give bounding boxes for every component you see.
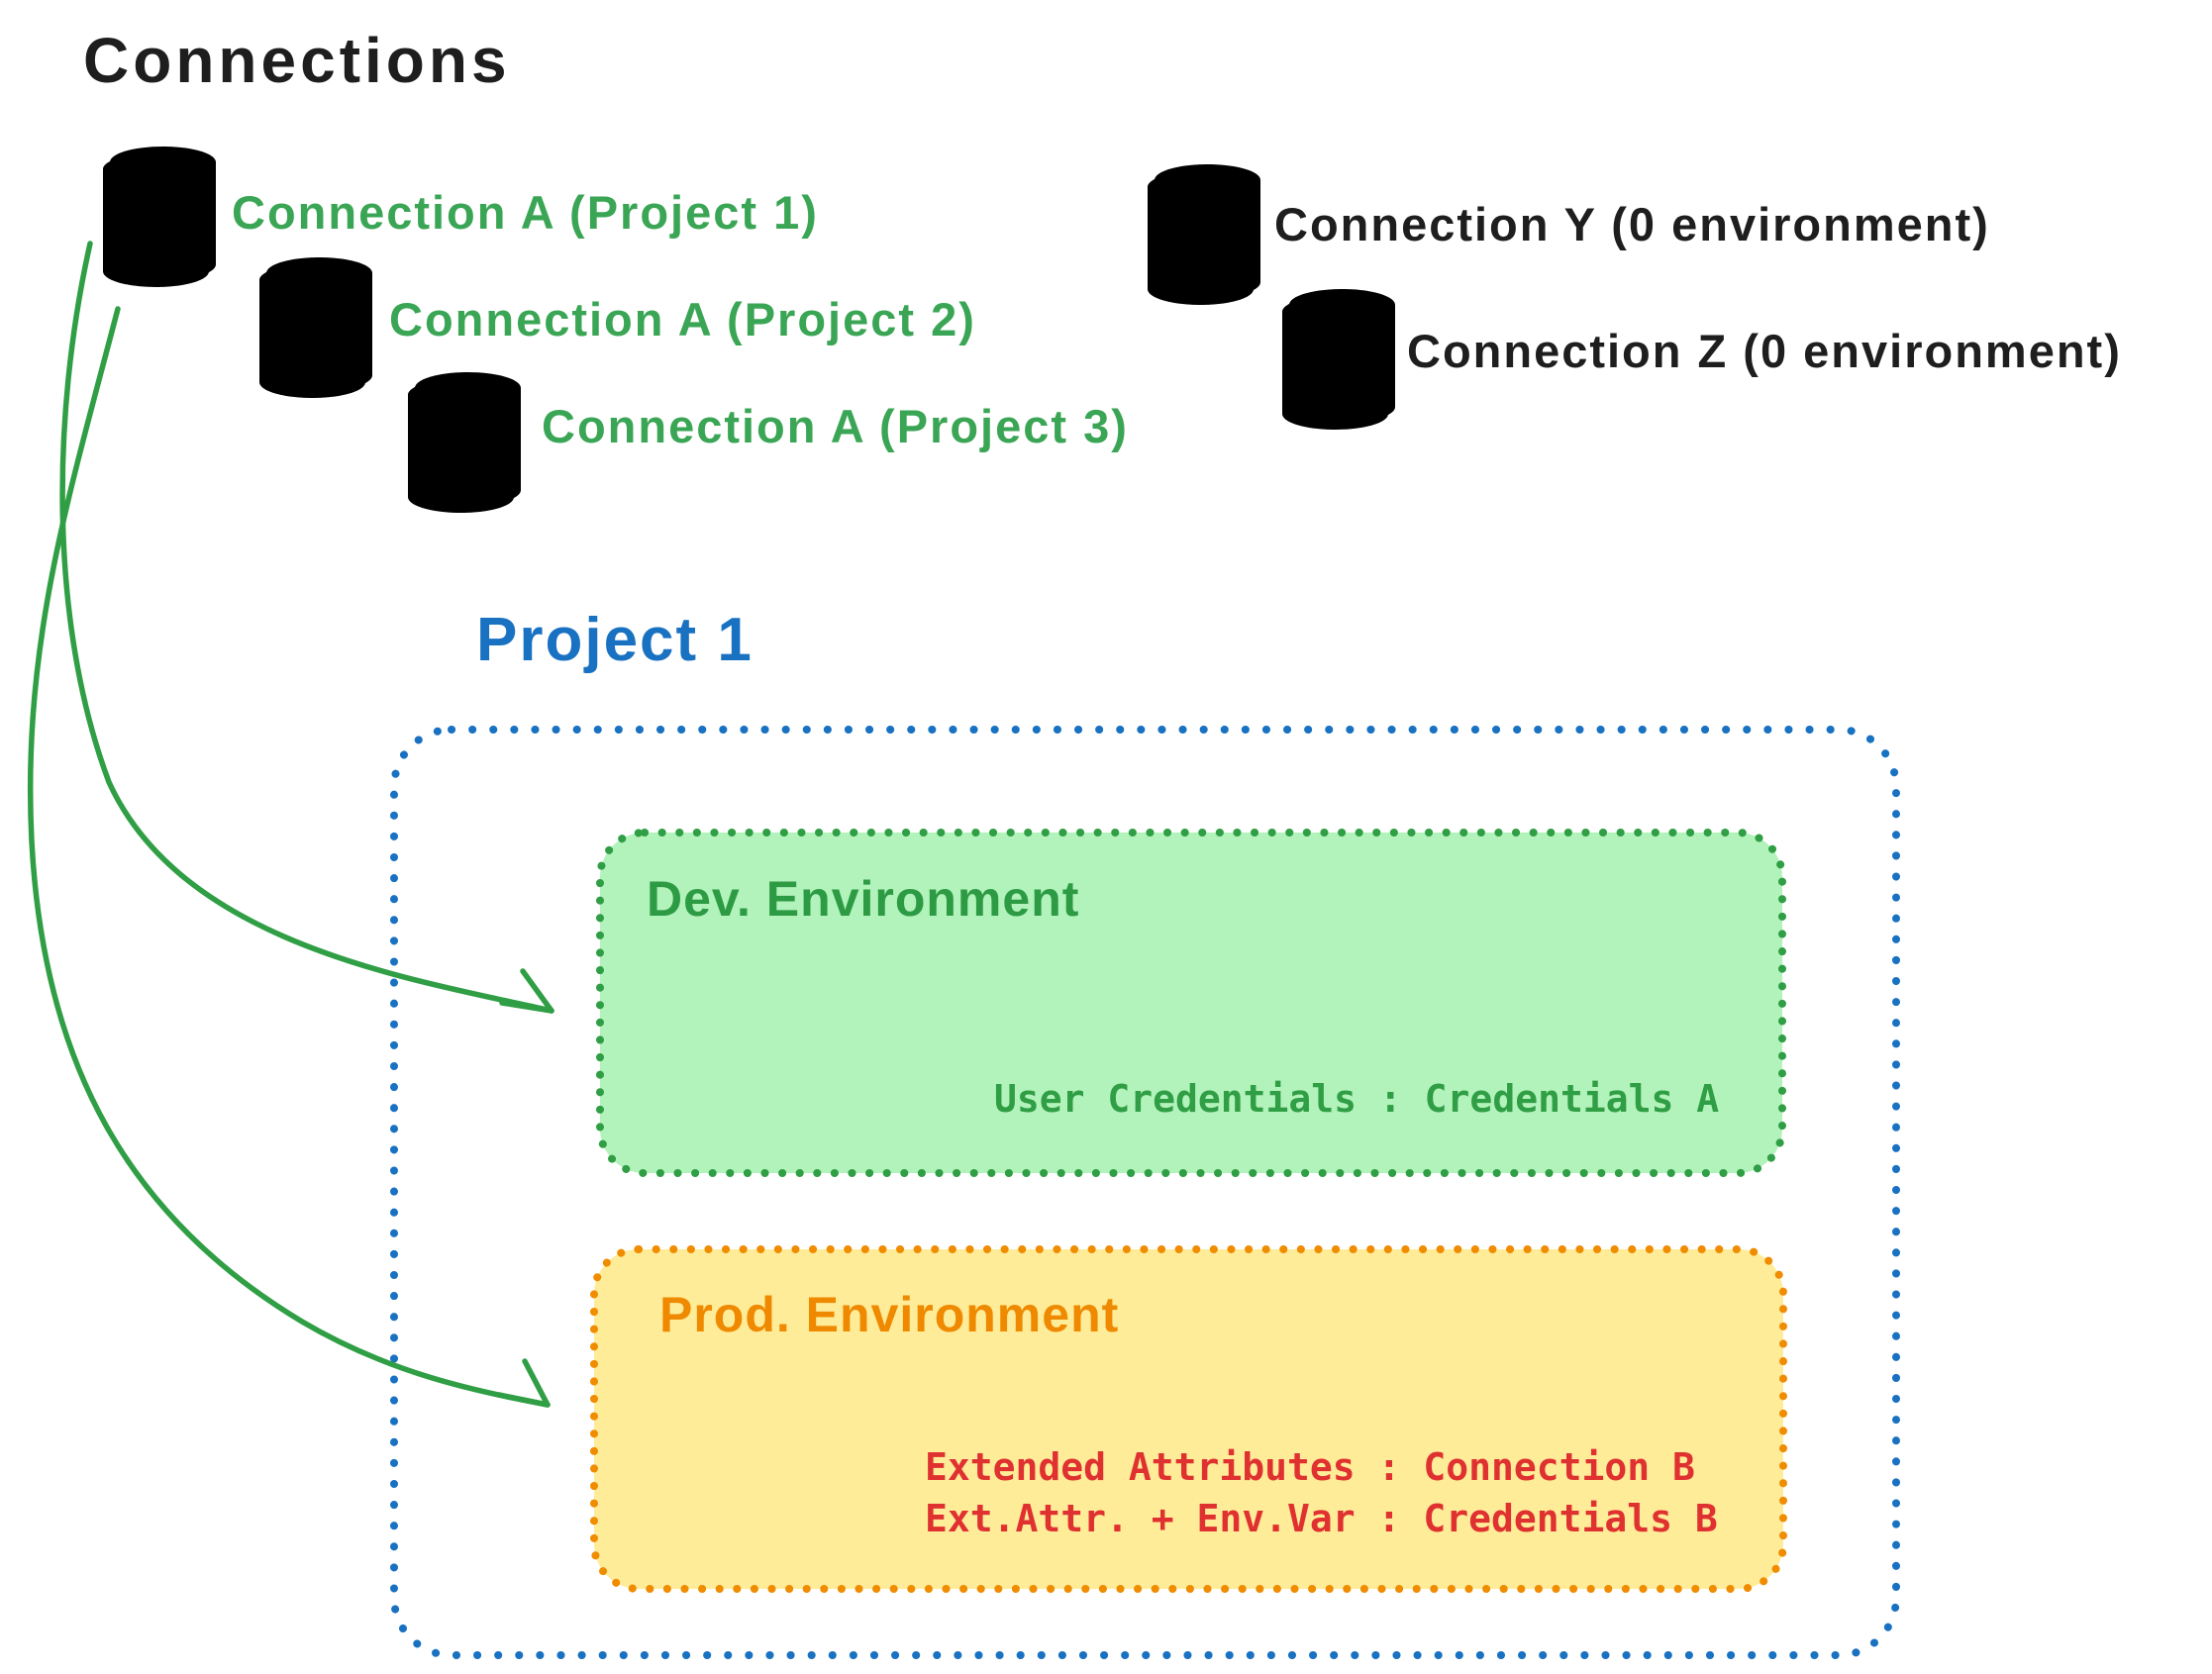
dev-environment-credentials-text: User Credentials : Credentials A bbox=[994, 1077, 1720, 1121]
connections-title: Connections bbox=[83, 25, 511, 96]
database-icon-connection-a-project-3 bbox=[408, 372, 521, 513]
prod-environment-envvar-text: Ext.Attr. + Env.Var : Credentials B bbox=[925, 1497, 1718, 1540]
arrow-connection-a-to-prod bbox=[27, 306, 551, 1408]
database-icon-connection-z bbox=[1282, 289, 1395, 430]
connection-a-project-2-label: Connection A (Project 2) bbox=[389, 293, 976, 345]
dev-environment-box bbox=[596, 829, 1786, 1177]
dev-environment-title: Dev. Environment bbox=[647, 871, 1080, 927]
prod-environment-box bbox=[590, 1245, 1787, 1593]
project-1-title: Project 1 bbox=[476, 606, 754, 674]
database-icon-connection-a-project-2 bbox=[259, 257, 372, 398]
connection-z-label: Connection Z (0 environment) bbox=[1407, 325, 2122, 377]
database-icon-connection-a-project-1 bbox=[103, 147, 216, 287]
database-icon-connection-y bbox=[1148, 164, 1260, 305]
prod-environment-attributes-text: Extended Attributes : Connection B bbox=[925, 1445, 1695, 1489]
connection-y-label: Connection Y (0 environment) bbox=[1274, 198, 1990, 250]
prod-environment-title: Prod. Environment bbox=[659, 1287, 1120, 1342]
arrow-connection-a-to-dev bbox=[59, 241, 554, 1014]
project-1-box bbox=[390, 726, 1900, 1659]
connection-a-project-3-label: Connection A (Project 3) bbox=[542, 400, 1129, 452]
connection-a-project-1-label: Connection A (Project 1) bbox=[232, 186, 819, 239]
